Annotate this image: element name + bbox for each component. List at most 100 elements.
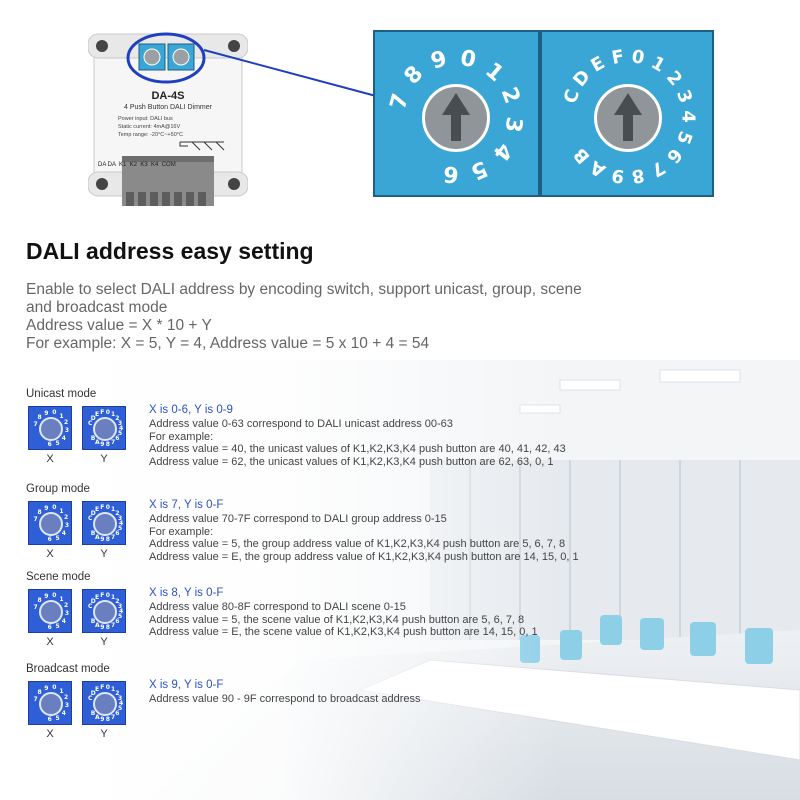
switch-digit: 0 (457, 45, 478, 74)
mini-digit: 4 (61, 529, 66, 537)
mini-digit: 4 (119, 608, 124, 615)
label-y: Y (100, 548, 108, 560)
mini-digit: 8 (105, 440, 110, 448)
switch-digit: 5 (467, 154, 492, 184)
mini-digit: 0 (52, 409, 57, 417)
mini-digit: 0 (52, 684, 57, 692)
mini-digit: 0 (105, 409, 110, 417)
mode-description-line: For example: (149, 525, 214, 538)
mode-description-line: Address value 80-8F correspond to DALI s… (149, 601, 406, 613)
mini-digit: 3 (118, 419, 123, 427)
mini-digit: 7 (111, 438, 116, 446)
mini-digit: B (90, 435, 96, 443)
label-x: X (46, 548, 54, 560)
mode-title: Unicast mode (26, 388, 97, 400)
mini-digit: 7 (111, 533, 116, 541)
mini-digit: C (87, 602, 93, 610)
mini-digit: 2 (63, 419, 69, 427)
mini-digit: 5 (118, 430, 123, 438)
mini-digit: 6 (47, 440, 52, 448)
mini-digit: 7 (111, 621, 116, 629)
mini-digit: 2 (63, 694, 69, 702)
mini-digit: 4 (119, 700, 124, 707)
mini-digit: D (90, 414, 96, 422)
mini-digit: 2 (115, 597, 120, 605)
device-model: DA-4S (151, 90, 185, 102)
mini-digit: D (90, 597, 96, 605)
switch-digit: 9 (609, 164, 626, 188)
switch-digit: 4 (487, 137, 517, 165)
mini-digit: E (95, 411, 100, 419)
mini-digit: 1 (111, 594, 116, 602)
switch-digit: 9 (427, 46, 450, 76)
mini-digit: B (90, 530, 96, 538)
mode-description-line: Address value 0-63 correspond to DALI un… (149, 418, 453, 430)
device-terminals: DA DA K1 K2 K3 K4 COM (98, 162, 176, 168)
mini-digit: 7 (33, 695, 38, 703)
mini-digit: 6 (47, 715, 52, 723)
mini-digit: 9 (100, 715, 105, 723)
mini-digit: 2 (115, 689, 120, 697)
mini-digit: 2 (115, 414, 120, 422)
mini-digit: D (90, 689, 96, 697)
mini-digit: 5 (55, 439, 60, 447)
mini-digit: C (87, 419, 93, 427)
mini-digit: 0 (52, 592, 57, 600)
mini-digit: E (95, 686, 100, 694)
mini-digit: 1 (111, 411, 116, 419)
mini-digit: 2 (63, 602, 69, 610)
mini-digit: 4 (61, 709, 66, 717)
mode-description-line: Address value 90 - 9F correspond to broa… (149, 693, 421, 705)
mini-digit: 4 (119, 520, 124, 527)
mini-digit: F (100, 592, 105, 600)
mini-digit: 7 (33, 420, 38, 428)
mini-digit: 0 (105, 592, 110, 600)
mini-digit: 4 (61, 434, 66, 442)
mini-digit: F (100, 409, 105, 417)
mini-digit: 1 (59, 687, 64, 695)
mini-digit: 3 (118, 694, 123, 702)
mini-digit: A (95, 533, 100, 541)
mini-digit: 3 (118, 602, 123, 610)
mini-digit: C (87, 694, 93, 702)
mini-digit: 8 (37, 413, 42, 421)
mini-digit: E (95, 594, 100, 602)
mini-digit: A (95, 621, 100, 629)
mini-digit: 2 (63, 514, 69, 522)
mini-digit: 9 (44, 504, 49, 512)
mini-digit: 5 (55, 534, 60, 542)
label-y: Y (100, 453, 108, 465)
device-spec-temp: Temp range: -20°C~+50°C (118, 132, 183, 138)
mini-digit: 1 (111, 686, 116, 694)
switch-digit: 7 (385, 90, 415, 112)
mode-condition: X is 8, Y is 0-F (149, 587, 224, 599)
label-x: X (46, 728, 54, 740)
mini-digit: 9 (100, 623, 105, 631)
mini-digit: 3 (64, 427, 70, 435)
mini-dial (93, 417, 117, 441)
switch-digit: F (609, 46, 626, 70)
mode-description-line: For example: (149, 430, 214, 443)
mini-digit: 8 (37, 688, 42, 696)
mini-digit: 9 (44, 592, 49, 600)
mini-digit: 2 (115, 509, 120, 517)
mini-dial (39, 600, 63, 624)
mini-digit: 3 (118, 514, 123, 522)
intro-line-2: and broadcast mode (26, 299, 168, 316)
mini-digit: F (100, 684, 105, 692)
mini-digit: 8 (105, 535, 110, 543)
mini-digit: 6 (115, 435, 120, 443)
mini-digit: 1 (59, 507, 64, 515)
label-x: X (46, 453, 54, 465)
label-y: Y (100, 636, 108, 648)
mini-digit: 9 (44, 684, 49, 692)
mini-digit: 8 (105, 623, 110, 631)
mode-title: Broadcast mode (26, 663, 110, 675)
